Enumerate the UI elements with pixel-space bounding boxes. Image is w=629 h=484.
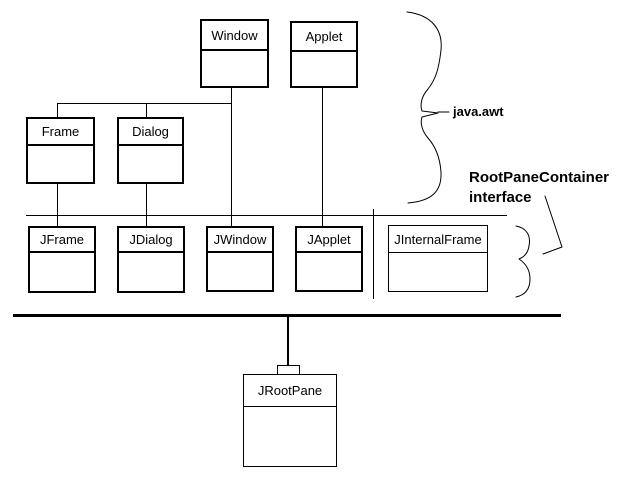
class-name-jinternalframe: JInternalFrame — [389, 226, 487, 253]
connector-frame-jframe — [57, 184, 58, 226]
connector-window-jwindow — [231, 88, 232, 226]
java-awt-brace — [406, 11, 442, 204]
class-box-dialog: Dialog — [117, 117, 184, 184]
connector-window-children-horizontal — [57, 103, 232, 104]
class-box-applet: Applet — [290, 21, 358, 88]
jinternalframe-brace — [515, 225, 531, 298]
class-box-japplet: JApplet — [295, 226, 363, 292]
connector-applet-japplet — [322, 88, 323, 226]
class-name-window: Window — [202, 21, 267, 51]
class-name-jwindow: JWindow — [208, 228, 272, 253]
rootpanecontainer-label: RootPaneContainer — [469, 169, 610, 186]
class-name-frame: Frame — [28, 119, 93, 146]
class-name-applet: Applet — [292, 23, 356, 52]
connector-stub-frame — [57, 103, 58, 117]
heavy-separator-rule — [13, 314, 561, 317]
interface-pointer-line — [542, 195, 563, 255]
class-box-jdialog: JDialog — [117, 226, 185, 293]
class-box-jinternalframe: JInternalFrame — [388, 225, 488, 292]
class-name-japplet: JApplet — [297, 228, 361, 253]
class-box-jwindow: JWindow — [206, 226, 274, 292]
class-box-window: Window — [200, 19, 269, 88]
class-name-jrootpane: JRootPane — [244, 375, 336, 407]
class-box-jframe: JFrame — [28, 226, 96, 293]
connector-dialog-jdialog — [146, 184, 147, 226]
class-name-jframe: JFrame — [30, 228, 94, 253]
connector-stub-dialog — [146, 103, 147, 117]
separator-awt-swing — [26, 215, 507, 216]
connector-jrootpane-stem — [287, 317, 289, 366]
java-awt-label: java.awt — [453, 104, 504, 119]
class-box-jrootpane: JRootPane — [243, 374, 337, 467]
class-name-jdialog: JDialog — [119, 228, 183, 253]
class-name-dialog: Dialog — [119, 119, 182, 146]
class-box-frame: Frame — [26, 117, 95, 184]
divider-japplet-jinternalframe — [373, 209, 374, 299]
interface-label: interface — [469, 189, 532, 206]
